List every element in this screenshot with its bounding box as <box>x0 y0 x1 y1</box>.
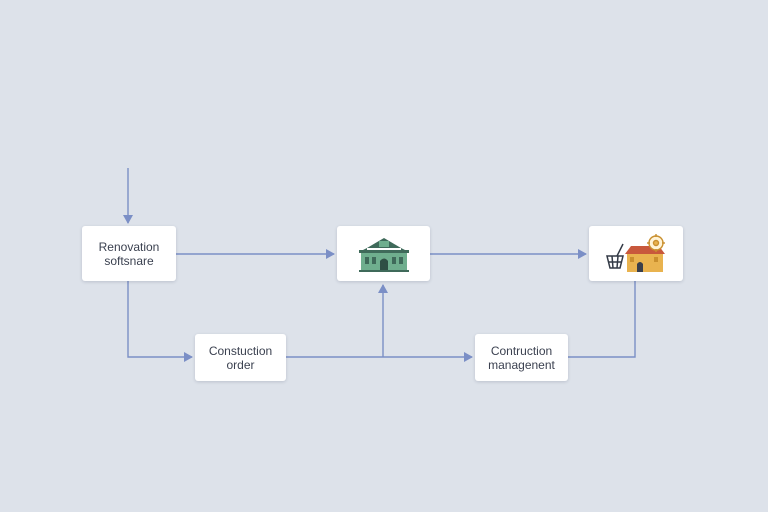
node-construction-order[interactable]: Constuction order <box>195 334 286 381</box>
node-renovation-software[interactable]: Renovation softsnare <box>82 226 176 281</box>
node-renovation-line2: softsnare <box>104 253 154 268</box>
arrow-renovation-to-order <box>127 281 193 362</box>
line-management-to-market <box>568 281 636 358</box>
node-building[interactable] <box>337 226 430 281</box>
building-icon <box>358 237 409 272</box>
gear-icon <box>647 233 665 252</box>
node-order-line2: order <box>226 357 255 372</box>
node-construction-management[interactable]: Contruction managenent <box>475 334 568 381</box>
basket-icon <box>606 243 624 269</box>
node-management-line2: managenent <box>488 357 555 372</box>
node-renovation-line1: Renovation <box>98 239 160 254</box>
node-management-line1: Contruction <box>490 343 553 358</box>
node-order-line1: Constuction <box>208 343 273 358</box>
node-market[interactable] <box>589 226 683 281</box>
market-icons <box>606 233 665 272</box>
